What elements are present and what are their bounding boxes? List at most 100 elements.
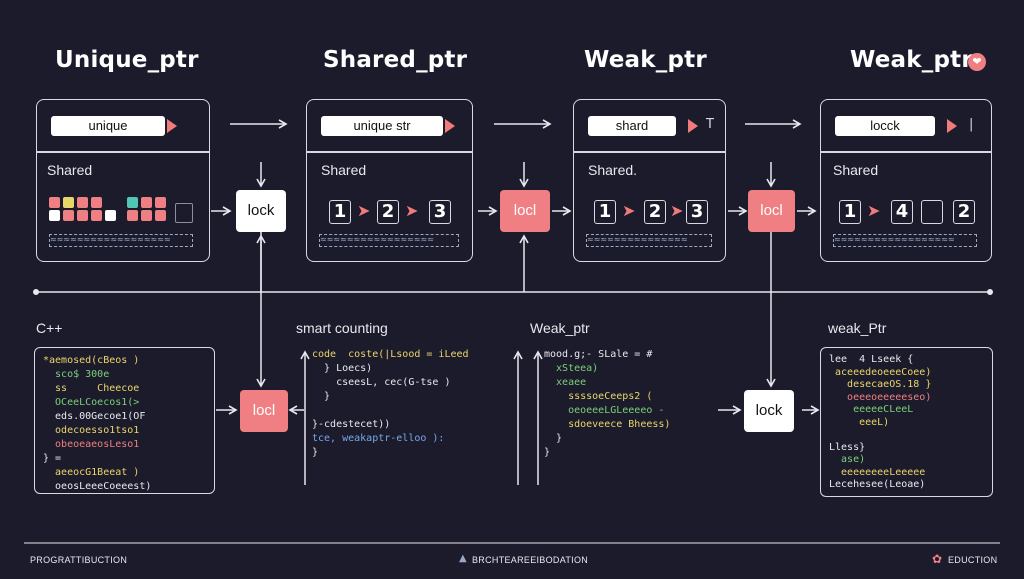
card-weak-ptr: shard T Shared. 1 ➤ 2 ➤ 3 ≈≈≈≈≈≈≈≈≈≈≈≈≈≈… <box>573 99 726 262</box>
code-line: cseesL, cec(G-tse ) <box>312 377 451 388</box>
code-block-weak-ptr: mood.g;- SLale = # xSteea) xeaee ssssoeC… <box>544 348 720 488</box>
lock-node: lock <box>236 190 286 232</box>
code-line: } <box>312 447 319 458</box>
code-line: } <box>544 447 551 458</box>
cursor-icon: | <box>969 117 974 132</box>
arrow-right-icon <box>445 119 455 133</box>
card-label: Shared <box>833 162 879 178</box>
pointer-pill: unique <box>51 116 165 136</box>
code-block-cpp: *aemosed(cBeos ) sco$ 300e ss Cheecoe OC… <box>34 347 215 494</box>
code-line: ssssoeCeeps2 ( <box>544 391 653 402</box>
arrow-right-icon: ➤ <box>405 201 419 220</box>
ref-count-box: 1 <box>329 200 351 224</box>
card-divider <box>821 151 991 153</box>
code-line: mood.g;- SLale = # <box>544 349 653 360</box>
section-label-smart-counting: smart counting <box>296 320 388 336</box>
arrow-right-icon: ➤ <box>622 201 636 220</box>
heart-badge-icon: ❤ <box>968 53 986 71</box>
ref-count-box: 1 <box>839 200 861 224</box>
section-label-weak-ptr: Weak_ptr <box>530 320 590 336</box>
code-line: aceeedeoeeeCoee) <box>829 366 932 378</box>
ref-count-box: 2 <box>644 200 666 224</box>
code-line: eeeL) <box>829 416 890 428</box>
ref-count-box: 1 <box>594 200 616 224</box>
card-shared-ptr: unique str Shared 1 ➤ 2 ➤ 3 ≈≈≈≈≈≈≈≈≈≈≈≈… <box>306 99 473 262</box>
ref-count-box: 2 <box>953 200 975 224</box>
code-line: OCeeLCoecos1(> <box>43 397 140 408</box>
code-line: oeosLeeeCoeeest) <box>43 481 152 492</box>
title-weak-ptr-2: Weak_ptr <box>850 47 973 73</box>
arrow-right-icon: ➤ <box>670 201 684 220</box>
lock-node: locl <box>240 390 288 432</box>
title-shared-ptr: Shared_ptr <box>323 47 468 73</box>
code-line: tce, weakaptr-elloo ): <box>312 433 445 444</box>
pointer-pill: shard <box>588 116 676 136</box>
code-line: code coste(|Lsood = iLeed <box>312 349 469 360</box>
code-line: } = <box>43 453 62 464</box>
code-line: ase) <box>829 454 866 465</box>
ref-count-box: 4 <box>891 200 913 224</box>
card-divider <box>307 151 472 153</box>
lock-node: locl <box>500 190 550 232</box>
card-label: Shared. <box>588 162 638 178</box>
code-line: xSteea) <box>544 363 599 374</box>
card-label: Shared <box>47 162 93 178</box>
memory-strip: ≈≈≈≈≈≈≈≈≈≈≈≈≈≈≈≈≈≈ <box>49 234 193 247</box>
code-block-weak-ptr-2: lee 4 Lseek { aceeedeoeeeCoee) desecaeOS… <box>820 347 993 497</box>
code-line: *aemosed(cBeos ) <box>43 355 140 366</box>
code-line: } Loecs) <box>312 363 373 374</box>
title-weak-ptr: Weak_ptr <box>584 47 707 73</box>
code-block-smart-counting: code coste(|Lsood = iLeed } Loecs) csees… <box>312 348 512 488</box>
card-divider <box>37 151 209 153</box>
lock-node: lock <box>744 390 794 432</box>
card-label: Shared <box>321 162 367 178</box>
code-line: sco$ 300e <box>43 369 110 380</box>
code-line: } <box>312 391 331 402</box>
footer-left-text: PROGRATTIBUCTION <box>30 555 128 565</box>
ref-count-box: 2 <box>377 200 399 224</box>
arrow-right-icon <box>947 119 957 133</box>
arrow-right-icon <box>688 119 698 133</box>
memory-strip: ≈≈≈≈≈≈≈≈≈≈≈≈≈≈≈≈≈≈ <box>833 234 977 247</box>
ref-count-box: 3 <box>686 200 708 224</box>
arrow-right-icon: ➤ <box>867 201 881 220</box>
code-line: lee 4 Lseek { <box>829 354 914 365</box>
arrow-right-icon <box>167 119 177 133</box>
card-unique-ptr: unique Shared ≈≈≈≈≈≈≈≈≈≈≈≈≈≈≈≈≈≈ <box>36 99 210 262</box>
card-weak-ptr-2: locck | Shared 1 ➤ 4 2 ≈≈≈≈≈≈≈≈≈≈≈≈≈≈≈≈≈… <box>820 99 992 262</box>
cursor-icon: T <box>706 117 714 132</box>
code-line: oeeeoeeeeeseo) <box>829 391 932 403</box>
lock-node: locl <box>748 190 795 232</box>
code-line: eeeeeeeeLeeeee <box>829 466 926 478</box>
footer-right-text: EDUCTION <box>948 555 998 565</box>
card-divider <box>574 151 725 153</box>
arrow-right-icon: ➤ <box>357 201 371 220</box>
ref-count-box: 3 <box>429 200 451 224</box>
code-line: eeeeeCLeeL <box>829 404 914 415</box>
pointer-pill: locck <box>835 116 935 136</box>
section-label-weak-ptr-2: weak_Ptr <box>828 320 887 336</box>
code-line: odecoesso1tso1 <box>43 425 140 436</box>
empty-box <box>921 200 943 224</box>
code-line: sdoeveece Bheess) <box>544 419 671 430</box>
code-line: Lless} <box>829 441 866 453</box>
memory-strip: ≈≈≈≈≈≈≈≈≈≈≈≈≈≈≈ <box>586 234 712 247</box>
code-line: ss Cheecoe <box>43 383 140 394</box>
code-line: obeoeaeosLeso1 <box>43 439 140 450</box>
section-label-cpp: C++ <box>36 320 63 336</box>
code-line: xeaee <box>544 377 587 388</box>
code-line: oeoeeeLGLeeeeo - <box>544 405 665 416</box>
code-line: } <box>544 433 563 444</box>
memory-strip: ≈≈≈≈≈≈≈≈≈≈≈≈≈≈≈≈≈ <box>319 234 459 247</box>
flower-icon: ✿ <box>932 552 943 566</box>
code-line: eds.00Gecoe1(OF <box>43 411 146 422</box>
code-line: aeeocG1Beeat ) <box>43 467 140 478</box>
footer-center-text: BRCHTEAREEIBODATION <box>472 555 589 565</box>
code-line: desecaeOS.18 } <box>829 379 932 390</box>
logo-icon: ▲ <box>459 553 467 564</box>
pointer-pill: unique str <box>321 116 443 136</box>
code-line: }-cdestecet)) <box>312 419 391 430</box>
title-unique-ptr: Unique_ptr <box>55 47 199 73</box>
code-line: Lecehesee(Leoae) <box>829 479 926 490</box>
